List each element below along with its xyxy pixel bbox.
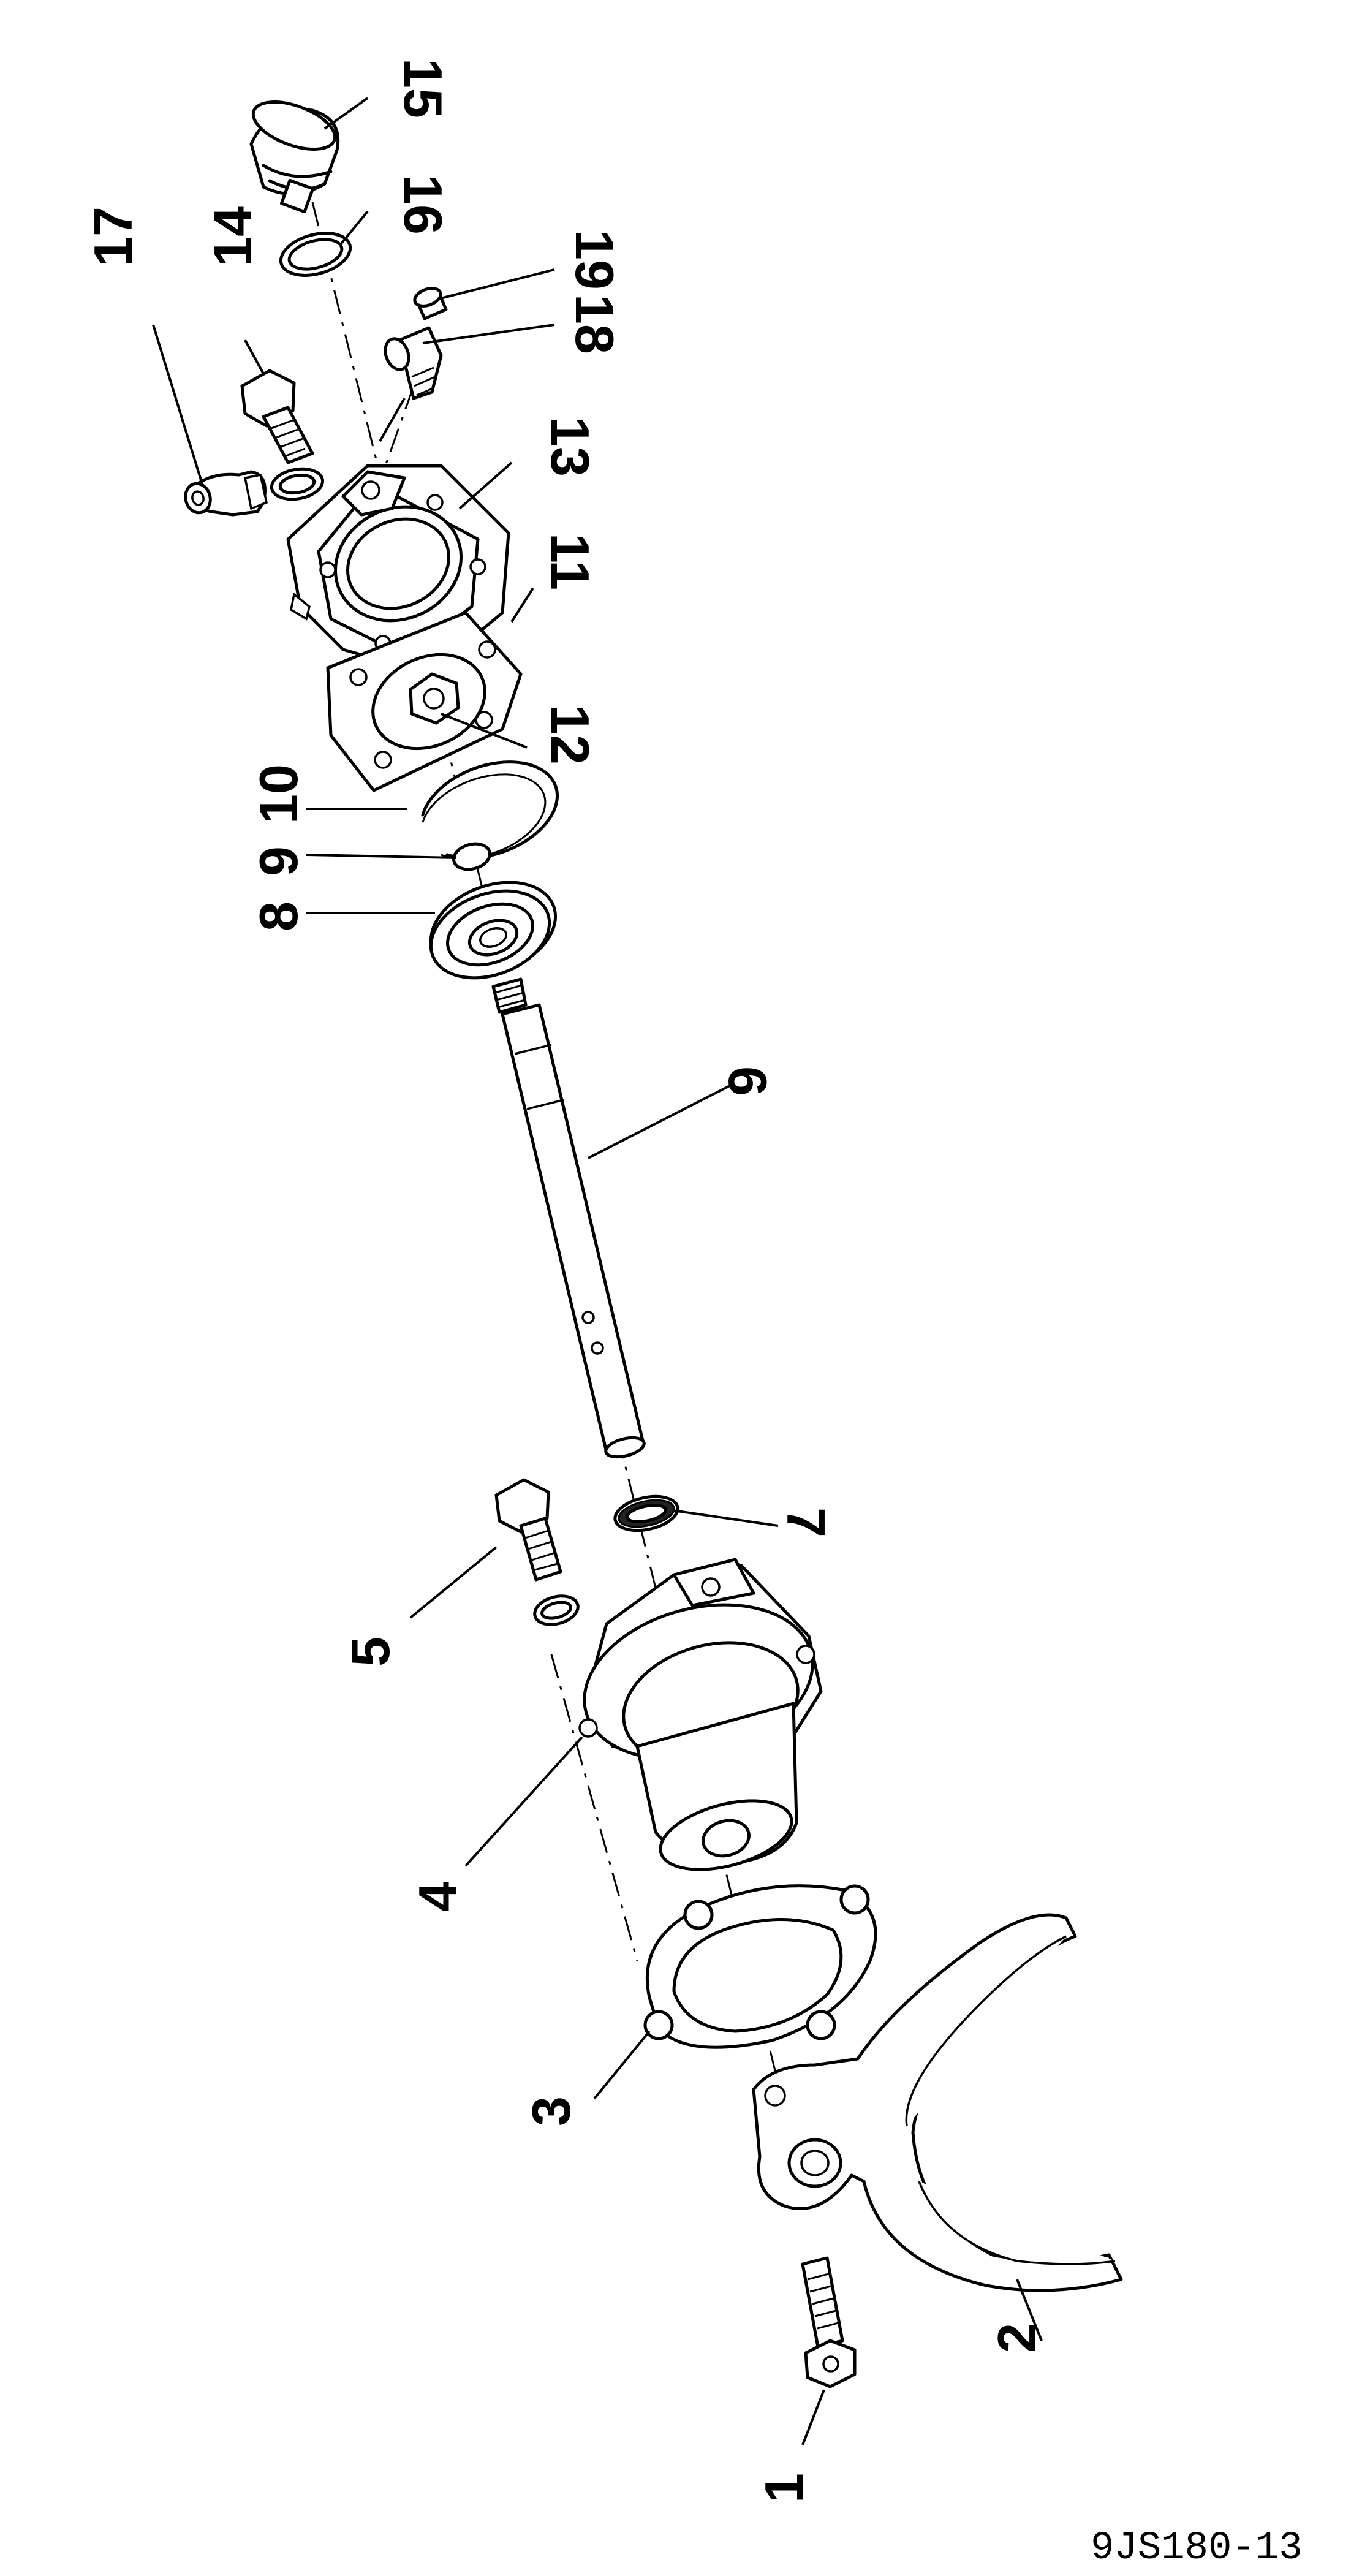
part-6-shaft [491, 977, 646, 1459]
part-1-bolt [801, 2256, 857, 2388]
callout-13: 13 [540, 417, 600, 477]
callout-1: 1 [754, 2473, 814, 2503]
callout-4: 4 [407, 1882, 468, 1912]
callout-17: 17 [83, 206, 143, 267]
callout-14: 14 [202, 206, 263, 267]
part-16-o-ring [279, 232, 352, 277]
part-14-washer [270, 467, 325, 501]
part-8-bearing [429, 881, 558, 980]
callout-19: 19 [564, 230, 625, 290]
callout-15: 15 [393, 58, 453, 118]
callout-6: 6 [717, 1066, 778, 1096]
callout-2: 2 [986, 2323, 1047, 2353]
callout-8: 8 [248, 901, 309, 931]
part-18-tee-fitting [384, 326, 443, 400]
part-10-snap-ring [421, 760, 559, 860]
callout-18: 18 [564, 294, 625, 354]
drawing-reference: 9JS180-13 [1091, 2526, 1303, 2570]
callout-3: 3 [521, 2096, 581, 2126]
part-4-hub-body [578, 1558, 823, 1871]
callout-10: 10 [248, 764, 309, 824]
part-2-shift-fork [752, 1913, 1123, 2292]
part-9-ring [452, 842, 491, 871]
part-5-washer [533, 1594, 580, 1626]
part-14-bolt [240, 369, 314, 464]
leader-lines [152, 97, 1043, 2445]
part-12-nut [409, 672, 460, 725]
callout-5: 5 [340, 1637, 401, 1667]
part-19-plug [413, 287, 448, 320]
part-15-cap [249, 100, 340, 214]
callout-12: 12 [540, 705, 600, 765]
part-3-gasket [643, 1884, 877, 2049]
callout-7: 7 [776, 1507, 836, 1537]
callout-16: 16 [393, 175, 453, 235]
part-17-elbow-fitting [184, 470, 268, 517]
callout-11: 11 [540, 533, 600, 590]
callout-9: 9 [248, 846, 309, 876]
part-5-bolt [494, 1478, 562, 1582]
callout-labels: 15 16 17 14 19 18 13 11 12 10 9 8 6 7 5 … [83, 58, 1047, 2503]
part-7-seal-ring [613, 1494, 679, 1532]
